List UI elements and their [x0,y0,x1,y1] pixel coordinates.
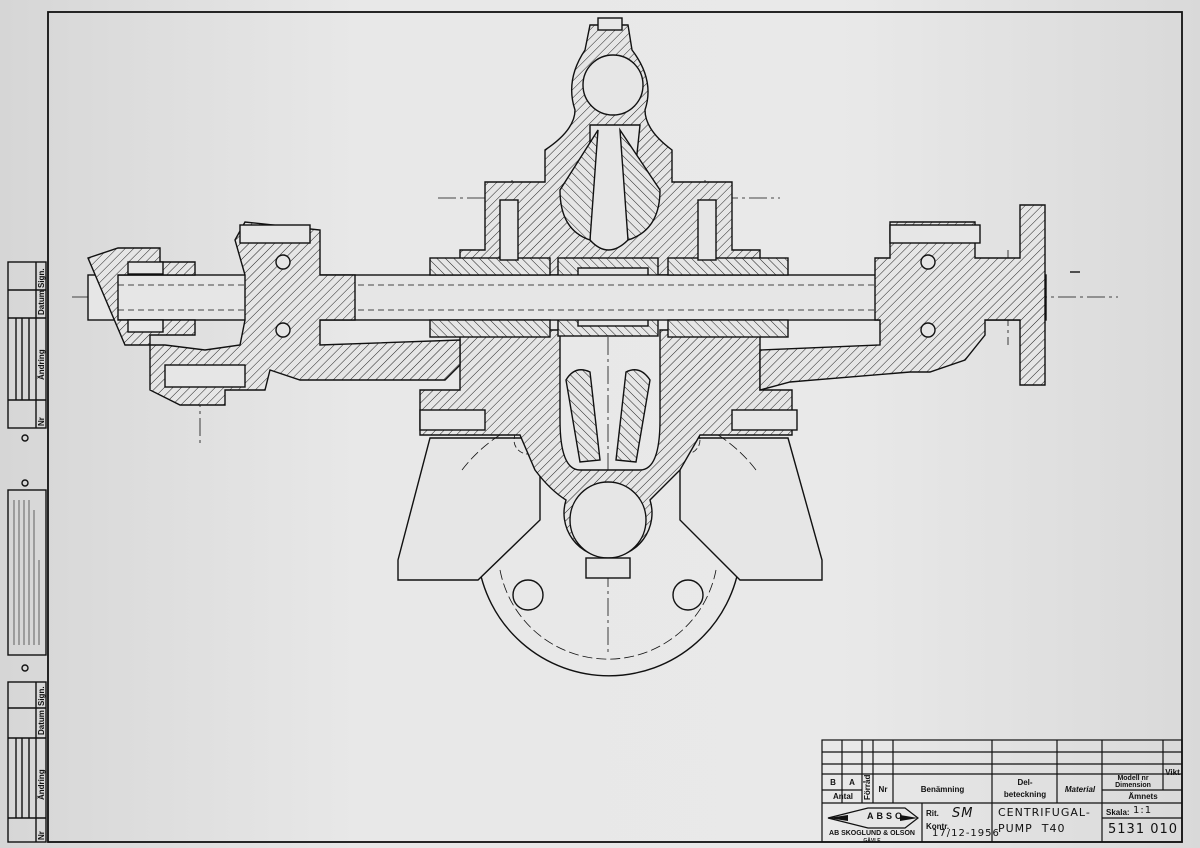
col-forrad: Förråd [863,774,872,800]
col-beteckning: beteckning [1003,790,1047,799]
right-bearing-balls [920,254,936,338]
rev-lower-sign: Sign. [37,686,46,706]
col-benamning: Benämning [920,785,965,794]
revision-table-upper [7,261,47,429]
col-nr: Nr [878,785,888,794]
rev-upper-datum: Datum [37,290,46,315]
revision-table-lower [7,681,47,843]
rit-label: Rit. [926,809,939,818]
rev-lower-datum: Datum [37,710,46,735]
margin-note-box [7,489,47,656]
rev-lower-andring: Ändring [37,769,46,800]
scale-value: 1:1 [1133,805,1153,816]
col-a: A [849,778,855,787]
company-city: GÄVLE [863,838,881,844]
signature: SM [952,806,974,821]
company-logo-text: ABSO [866,811,905,821]
rev-lower-nr: Nr [37,831,46,840]
col-del: Del- [1017,778,1033,787]
kontr-label: Kontr. [926,822,950,831]
left-bearing-housing [87,221,461,406]
col-amnets: Ämnets [1128,792,1158,801]
left-bearing-balls [275,254,291,338]
col-vikt: Vikt [1165,768,1180,777]
volute-casing-lower [419,329,793,558]
pump-base [397,419,823,677]
rev-upper-andring: Ändring [37,349,46,380]
col-dimension: Dimension [1115,782,1151,789]
scale-label: Skala: [1106,808,1130,817]
company-name: AB SKOGLUND & OLSON [829,830,915,837]
col-modell: Modell nr [1117,775,1149,782]
stuffing-boxes [429,257,789,338]
rev-upper-sign: Sign. [37,268,46,288]
left-packing [127,261,164,333]
drawing-title-line2: PUMP T40 [998,822,1066,835]
drawing-date: 17/12-1956 [932,828,1000,839]
rev-upper-nr: Nr [37,417,46,426]
right-bearing-housing [759,204,1046,391]
col-b: B [830,778,836,787]
bolts [419,199,798,431]
title-block-grid [821,739,1183,843]
drawing-frame [47,11,1183,843]
drawing-title-line1: CENTRIFUGAL- [998,806,1091,819]
drawing-number: 5131 010 [1108,822,1179,837]
col-antal: Antal [833,792,853,801]
abso-logo [827,807,919,829]
col-material: Material [1064,785,1096,794]
